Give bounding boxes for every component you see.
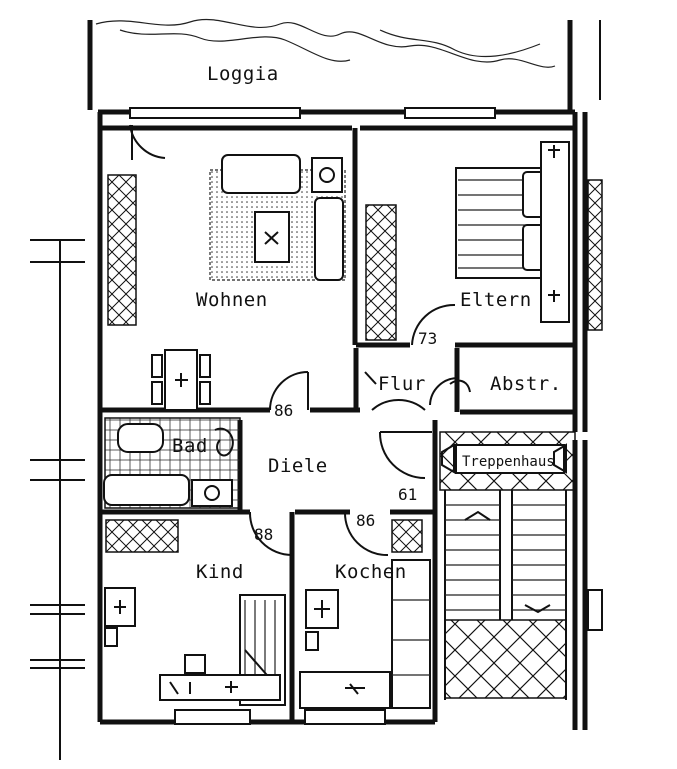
kochen-area: Kochen bbox=[299, 519, 431, 709]
room-label-kochen: Kochen bbox=[335, 561, 407, 583]
number-61: 61 bbox=[398, 485, 417, 504]
loggia-area: Loggia bbox=[87, 18, 573, 110]
room-label-kind: Kind bbox=[196, 561, 244, 583]
eltern-furniture: Eltern 73 bbox=[365, 141, 570, 348]
number-73: 73 bbox=[418, 329, 437, 348]
treppenhaus-area: Treppenhaus bbox=[439, 179, 603, 730]
number-86: 86 bbox=[274, 401, 293, 420]
room-label-loggia: Loggia bbox=[207, 63, 279, 85]
kind-area: Kind bbox=[104, 519, 286, 706]
flur-area: Flur Abstr. bbox=[364, 371, 562, 411]
wohnen-furniture: Wohnen bbox=[107, 124, 346, 411]
room-label-bad: Bad bbox=[172, 435, 208, 457]
room-label-wohnen: Wohnen bbox=[196, 289, 268, 311]
room-label-flur: Flur bbox=[378, 373, 426, 395]
left-exterior-lines bbox=[30, 239, 85, 669]
diele-area: Diele 86 61 88 86 bbox=[248, 371, 432, 557]
room-label-diele: Diele bbox=[268, 455, 328, 477]
room-label-eltern: Eltern bbox=[460, 289, 532, 311]
room-label-treppenhaus: Treppenhaus bbox=[462, 454, 555, 470]
bad-area: Bad bbox=[103, 417, 241, 509]
number-86-kochen: 86 bbox=[356, 511, 375, 530]
number-88: 88 bbox=[254, 525, 273, 544]
windows bbox=[129, 107, 496, 725]
interior-walls bbox=[100, 125, 575, 722]
room-label-abstr: Abstr. bbox=[490, 373, 562, 395]
